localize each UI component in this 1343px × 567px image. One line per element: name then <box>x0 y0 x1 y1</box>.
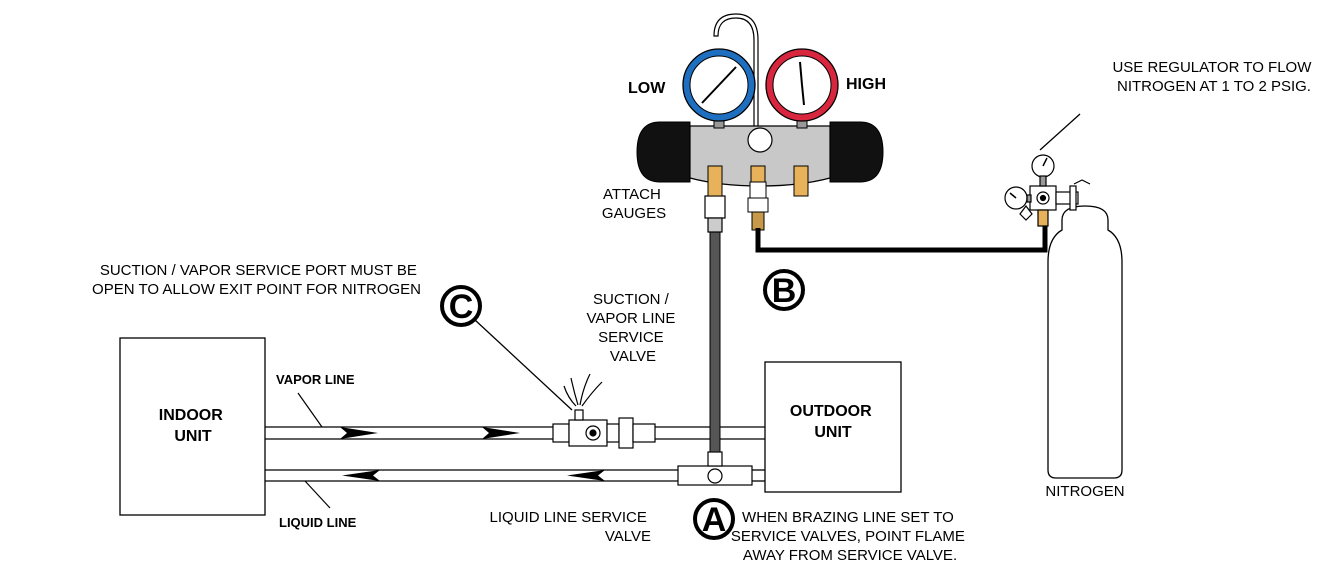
sight-glass <box>747 127 773 153</box>
indoor-unit-label: INDOOR UNIT <box>159 407 227 445</box>
liquid-line-leader <box>304 480 331 509</box>
right-knob <box>829 121 884 183</box>
liquid-flow-arrow-2 <box>567 470 605 481</box>
regulator <box>1004 154 1091 227</box>
nitrogen-hose <box>755 226 1048 253</box>
left-knob <box>636 121 691 183</box>
suction-port-note: SUCTION / VAPOR SERVICE PORT MUST BE OPE… <box>92 262 421 298</box>
liquid-line-pipe <box>265 469 765 482</box>
vapor-line-leader <box>297 392 323 428</box>
nitrogen-cylinder <box>1047 205 1123 479</box>
indoor-unit-box <box>119 337 266 516</box>
vapor-flow-arrow-2 <box>482 427 520 439</box>
svg-text:A: A <box>702 501 727 539</box>
manifold-hook <box>713 13 759 129</box>
svg-text:C: C <box>449 288 474 326</box>
liquid-valve-label: LIQUID LINE SERVICE VALVE <box>490 509 651 545</box>
nitrogen-label: NITROGEN <box>1045 483 1124 500</box>
high-label: HIGH <box>846 76 886 93</box>
liquid-line-label: LIQUID LINE <box>279 515 357 530</box>
gauge-hose <box>709 229 721 453</box>
svg-text:B: B <box>772 272 797 310</box>
nitrogen-escape-lines <box>563 373 603 407</box>
hose-fitting <box>704 195 726 233</box>
high-pressure-gauge <box>765 48 839 129</box>
low-pressure-gauge <box>682 48 756 129</box>
callout-a: A <box>693 498 735 540</box>
outdoor-unit-box <box>764 361 902 493</box>
low-label: LOW <box>628 80 666 97</box>
callout-b: B <box>763 269 805 311</box>
liquid-service-valve <box>677 451 753 486</box>
vapor-flow-arrow-1 <box>340 427 378 439</box>
suction-valve-label: SUCTION / VAPOR LINE SERVICE VALVE <box>586 291 679 365</box>
callout-c: C <box>440 285 482 327</box>
suction-service-valve <box>552 409 656 449</box>
attach-gauges-label: ATTACH GAUGES <box>602 186 666 222</box>
outdoor-unit-label: OUTDOOR UNIT <box>790 403 876 441</box>
regulator-leader-line <box>1039 113 1081 151</box>
brazing-note: WHEN BRAZING LINE SET TO SERVICE VALVES,… <box>731 509 969 564</box>
liquid-flow-arrow-1 <box>342 470 380 481</box>
vapor-line-label: VAPOR LINE <box>276 372 355 387</box>
manifold-gauge-set <box>636 13 884 231</box>
regulator-note: USE REGULATOR TO FLOW NITROGEN AT 1 TO 2… <box>1112 59 1315 95</box>
callout-c-leader <box>474 319 573 411</box>
manifold-ports <box>707 165 809 231</box>
